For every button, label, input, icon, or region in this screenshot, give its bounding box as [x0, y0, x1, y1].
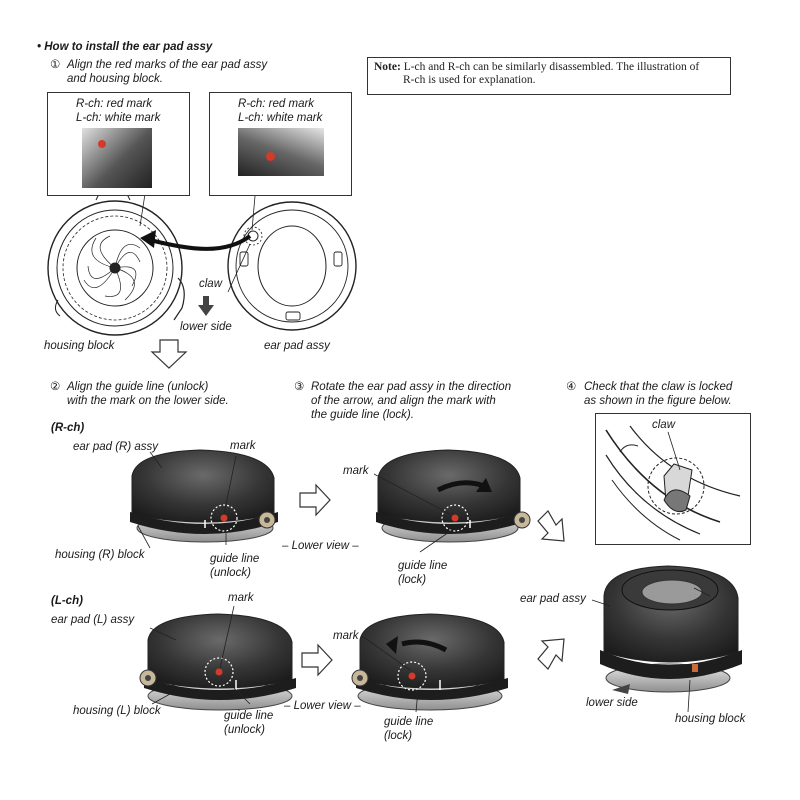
step3-number: ③ [294, 379, 305, 393]
rch-pad-lock [376, 449, 531, 543]
lower-side-arrow-icon [612, 684, 630, 694]
hollow-diagonal-arrow-icon [537, 510, 565, 670]
lch-guide-unlock-1: guide line [224, 710, 274, 722]
note-line2: R-ch is used for explanation. [403, 74, 536, 86]
ear-pad-assy-drawing [227, 201, 357, 331]
step4-claw-leader [693, 587, 711, 597]
lch-lower-view: – Lower view – [284, 700, 361, 712]
lch-housing-label: housing (L) block [73, 705, 161, 717]
lch-guide-lock-2: (lock) [384, 730, 413, 742]
rch-guide-lock-1: guide line [398, 560, 448, 572]
step4-ear-pad-label: ear pad assy [520, 593, 586, 605]
rch-mark-lock-label: mark [343, 465, 369, 477]
lch-mark-lock-label: mark [333, 630, 359, 642]
lch-guide-lock-1: guide line [384, 716, 434, 728]
housing-block-label: housing block [44, 340, 115, 352]
step2-line1: Align the guide line (unlock) [67, 381, 209, 393]
step1-line2: and housing block. [67, 73, 163, 85]
lch-pad-unlock [139, 613, 296, 711]
step4-claw-label: claw [652, 419, 676, 431]
step3-line1: Rotate the ear pad assy in the direction [311, 381, 512, 393]
zoom-leader-lines [139, 193, 256, 293]
housing-block-drawing [47, 191, 185, 336]
zoom-red-mark-pad [266, 152, 275, 161]
claw-leader-line [667, 431, 681, 471]
hollow-down-arrow-icon [150, 339, 188, 369]
step4-lower-side-label: lower side [586, 697, 638, 709]
hollow-right-arrow-icon [299, 483, 333, 677]
zoom-photo-pad [238, 128, 324, 176]
note-label: Note: [374, 61, 401, 73]
ear-pad-assy-label: ear pad assy [264, 340, 330, 352]
lower-side-label: lower side [180, 321, 232, 333]
down-arrow-icon [198, 296, 214, 316]
note-line1: L-ch and R-ch can be similarly disassemb… [403, 61, 700, 73]
zoom-pad-rch: R-ch: red mark [238, 98, 315, 110]
curved-arrow-icon [149, 234, 252, 251]
zoom-housing-lch: L-ch: white mark [76, 112, 161, 124]
step4-line2: as shown in the figure below. [584, 395, 732, 407]
claw-detail-frame [595, 413, 751, 545]
step2-number: ② [50, 379, 61, 393]
rch-guide-unlock-2: (unlock) [210, 567, 251, 579]
zoom-red-mark-housing [98, 140, 106, 148]
zoom-housing-rch: R-ch: red mark [76, 98, 153, 110]
rch-guide-unlock-1: guide line [210, 553, 260, 565]
step2-line2: with the mark on the lower side. [67, 395, 229, 407]
step4-housing-label: housing block [675, 713, 746, 725]
step3-line2: of the arrow, and align the mark with [311, 395, 496, 407]
lch-ear-pad-label: ear pad (L) assy [51, 614, 135, 626]
step3-line3: the guide line (lock). [311, 409, 414, 421]
step4-housing-leader [687, 679, 691, 713]
rch-mark-label: mark [230, 440, 256, 452]
step1-number: ① [50, 57, 61, 71]
lch-header: (L-ch) [51, 595, 83, 607]
step1-line1: Align the red marks of the ear pad assy [67, 59, 268, 71]
label-leader-lines [137, 451, 453, 713]
rch-ear-pad-label: ear pad (R) assy [73, 441, 159, 453]
rch-guide-lock-2: (lock) [398, 574, 427, 586]
rch-lower-view: – Lower view – [282, 540, 359, 552]
step4-ear-pad-leader [591, 599, 611, 607]
rch-header: (R-ch) [51, 422, 85, 434]
rch-housing-label: housing (R) block [55, 549, 145, 561]
lch-guide-unlock-2: (unlock) [224, 724, 265, 736]
arrow-head-icon [140, 230, 156, 248]
step4-line1: Check that the claw is locked [584, 381, 733, 393]
zoom-photo-housing [82, 128, 152, 188]
claw-label: claw [199, 278, 223, 290]
claw-detail-drawing [605, 425, 741, 541]
step4-number: ④ [566, 379, 577, 393]
assembled-ear-pad-drawing [600, 565, 742, 693]
note-box: Note: L-ch and R-ch can be similarly dis… [367, 57, 731, 95]
lch-mark-label: mark [228, 592, 254, 604]
section-title: • How to install the ear pad assy [37, 41, 213, 53]
lch-pad-lock [351, 613, 508, 711]
zoom-pad-lch: L-ch: white mark [238, 112, 323, 124]
rch-pad-unlock [130, 449, 278, 543]
